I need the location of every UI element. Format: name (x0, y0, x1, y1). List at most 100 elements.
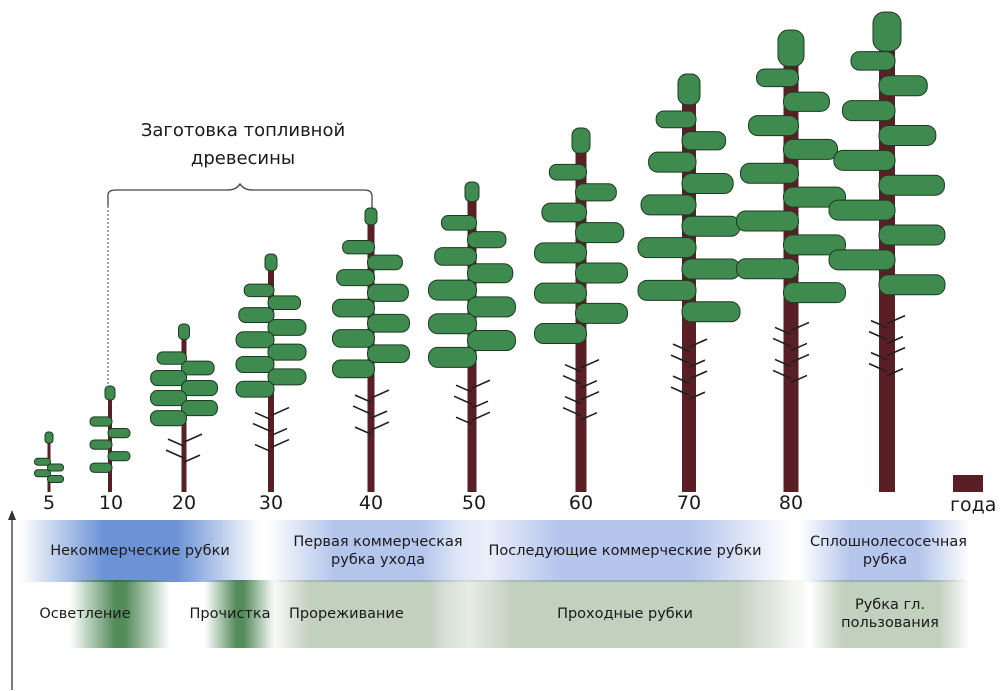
foliage-pad (47, 463, 64, 472)
trees-group (34, 11, 946, 492)
foliage-pad (736, 210, 799, 232)
dead-branch (670, 386, 706, 400)
foliage-pad (783, 234, 846, 256)
dead-branch (254, 438, 290, 453)
foliage-pad (534, 323, 587, 345)
tree-top (872, 11, 902, 52)
foliage-pad (878, 224, 946, 246)
dead-branch (870, 346, 906, 361)
foliage-pad (648, 151, 697, 173)
foliage-pad (841, 100, 896, 122)
dead-branch (455, 379, 491, 393)
foliage-pad (637, 237, 697, 259)
tree-top (104, 385, 116, 401)
foliage-pad (748, 115, 800, 137)
foliage-pad (267, 318, 307, 336)
foliage-pad (181, 400, 218, 417)
dead-branch (165, 449, 201, 463)
foliage-pad (467, 330, 516, 352)
foliage-pad (107, 427, 131, 439)
foliage-pad (367, 254, 403, 271)
foliage-pad (47, 475, 64, 484)
foliage-pad (828, 199, 896, 221)
foliage-pad (89, 439, 113, 450)
age-label-10: 10 (98, 492, 124, 514)
foliage-pad (467, 231, 507, 249)
foliage-pad (156, 351, 188, 365)
foliage-pad (150, 410, 187, 427)
foliage-pad (681, 131, 727, 151)
age-label-80: 80 (778, 492, 804, 514)
foliage-pad (640, 194, 697, 216)
final-label: Рубка гл. пользования (841, 597, 939, 631)
years-label: года (950, 494, 997, 516)
tree-9 (736, 29, 846, 492)
subsequent-commercial-label: Последующие коммерческие рубки (488, 543, 762, 559)
band-lightening: Осветление (30, 580, 140, 648)
tree-7 (534, 127, 628, 492)
foliage-pad (235, 331, 275, 349)
foliage-pad (238, 307, 275, 323)
foliage-pad (367, 283, 409, 302)
foliage-pad (783, 186, 846, 208)
dead-branch (774, 353, 810, 368)
foliage-pad (467, 296, 516, 318)
dead-branch (564, 358, 600, 373)
tree-4 (235, 253, 307, 492)
band-clearcut: Сплошнолесосечная рубка (800, 520, 970, 582)
foliage-pad (878, 274, 946, 296)
foliage-pad (637, 279, 697, 301)
tree-10 (828, 11, 946, 492)
dead-branch (562, 374, 598, 389)
foliage-pad (440, 214, 477, 231)
dead-branch (252, 422, 288, 437)
foliage-pad (541, 202, 587, 223)
foliage-pad (681, 215, 741, 237)
band-cleaning-shade (205, 580, 275, 648)
dead-branch (868, 330, 904, 345)
tree-top (44, 431, 54, 444)
foliage-pad (150, 390, 187, 407)
foliage-pad (428, 346, 477, 368)
foliage-pad (756, 68, 800, 88)
tree-top (677, 73, 701, 106)
foliage-pad (850, 51, 896, 71)
band-noncommercial: Некоммерческие рубки (20, 520, 260, 582)
tree-top (464, 181, 480, 203)
dead-branch (354, 389, 390, 403)
dead-branch (167, 433, 203, 447)
foliage-pad (783, 91, 830, 112)
band-final: Рубка гл. пользования (810, 580, 970, 648)
fuelwood-label: Заготовка топливной древесины (140, 120, 346, 169)
foliage-pad (548, 163, 588, 181)
foliage-pad (150, 370, 188, 387)
tree-top (178, 323, 190, 340)
foliage-pad (736, 258, 799, 280)
dead-branch (562, 406, 598, 421)
foliage-pad (235, 380, 275, 398)
foliage-pad (367, 313, 410, 333)
dead-branch (453, 395, 489, 409)
dead-branch (672, 370, 708, 384)
age-label-20: 20 (171, 492, 197, 514)
foliage-pad (878, 174, 945, 196)
foliage-pad (575, 183, 617, 202)
foliage-pad (243, 283, 275, 298)
foliage-pad (267, 295, 302, 311)
dead-branch (564, 390, 600, 405)
dead-branch (774, 321, 810, 336)
dead-branch (455, 411, 491, 425)
foliage-pad (367, 344, 410, 363)
foliage-pad (575, 222, 625, 244)
foliage-pad (235, 356, 275, 373)
foliage-pad (267, 368, 307, 386)
lightening-label: Осветление (39, 606, 131, 622)
foliage-pad (681, 258, 741, 280)
foliage-pad (332, 359, 375, 379)
foliage-pad (34, 469, 51, 478)
band-passage: Проходные рубки (440, 580, 810, 648)
passage-label: Проходные рубки (557, 606, 693, 622)
tree-top (777, 29, 805, 67)
foliage-pad (534, 282, 587, 304)
